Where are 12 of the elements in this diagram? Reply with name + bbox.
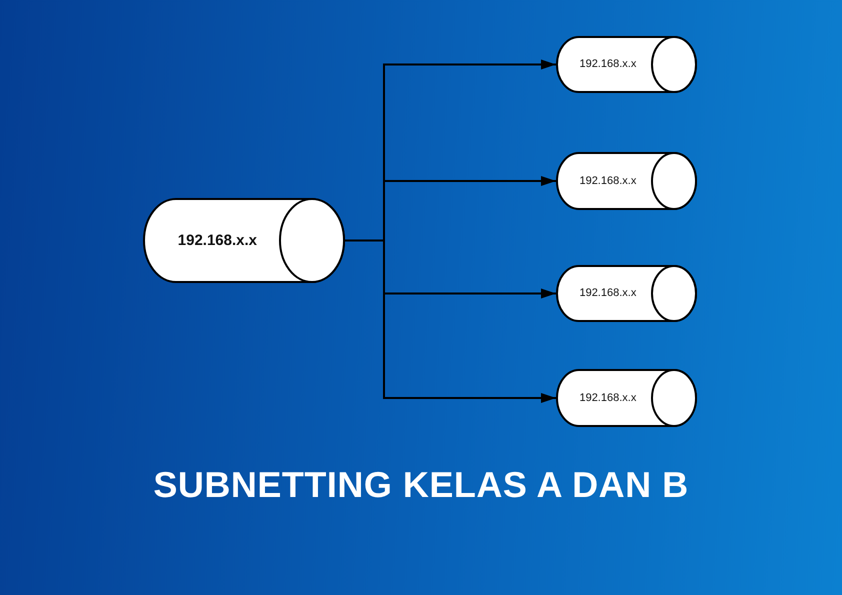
ip-address-label: 192.168.x.x [579, 58, 636, 71]
cylinder-node [143, 198, 345, 283]
cylinder-node [556, 36, 697, 93]
cylinder-node [556, 369, 697, 427]
cylinder-node [556, 152, 697, 210]
ip-address-label: 192.168.x.x [579, 174, 636, 188]
cylinder-node [556, 265, 697, 322]
ip-address-label: 192.168.x.x [178, 232, 258, 250]
connector-arrow [345, 240, 556, 403]
ip-address-label: 192.168.x.x [579, 287, 636, 300]
ip-address-label: 192.168.x.x [579, 392, 636, 404]
title: SUBNETTING KELAS A DAN B [153, 465, 689, 505]
